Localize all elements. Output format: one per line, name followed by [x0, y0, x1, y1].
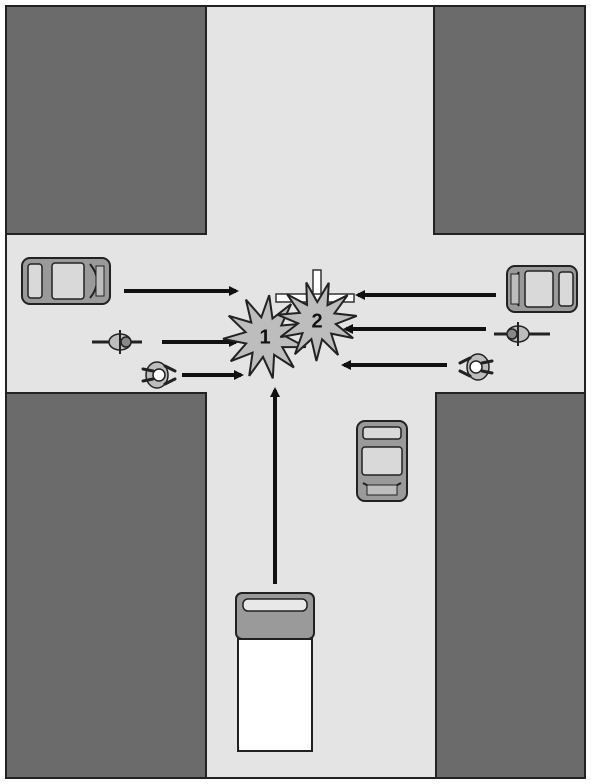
cyclist-east-icon — [494, 322, 550, 346]
block-bottom-left — [5, 392, 207, 779]
collision-burst-2: 2 — [277, 282, 358, 362]
car-south-icon — [356, 420, 408, 502]
movement-arrows — [124, 286, 496, 584]
block-bottom-right — [435, 392, 586, 779]
collision-label-2: 2 — [311, 310, 322, 332]
block-top-right — [433, 5, 586, 235]
truck-icon — [235, 592, 315, 752]
pedestrian-west-icon — [141, 361, 177, 389]
block-top-left — [5, 5, 207, 235]
car-east-icon — [506, 265, 578, 313]
cyclist-west-icon — [92, 330, 142, 354]
pedestrian-east-icon — [458, 353, 494, 381]
car-west-icon — [21, 257, 111, 305]
collision-label-1: 1 — [259, 326, 270, 348]
